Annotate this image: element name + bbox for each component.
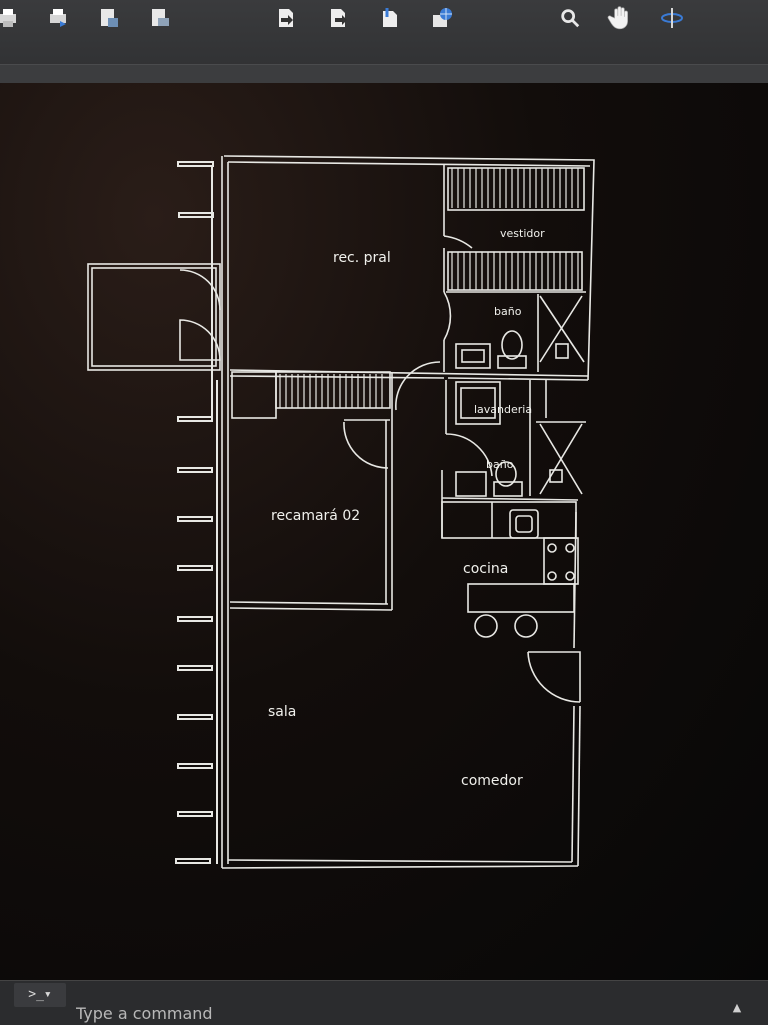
command-input[interactable] xyxy=(74,1001,718,1025)
plot-icon[interactable] xyxy=(44,4,72,32)
page-setup-icon[interactable] xyxy=(95,4,123,32)
drawing-canvas[interactable]: rec. pral vestidor baño lavanderia baño … xyxy=(0,83,768,980)
export-icon[interactable] xyxy=(324,4,352,32)
orbit-icon[interactable] xyxy=(658,4,686,32)
label-recamara-02: recamará 02 xyxy=(271,508,360,524)
import-icon[interactable] xyxy=(272,4,300,32)
web-icon[interactable] xyxy=(428,4,456,32)
label-bano-2: baño xyxy=(486,458,514,471)
print-icon[interactable] xyxy=(0,4,22,32)
label-vestidor: vestidor xyxy=(500,227,545,240)
pan-hand-icon[interactable] xyxy=(606,4,634,32)
label-lavanderia: lavanderia xyxy=(474,403,532,416)
toolbar-strip xyxy=(0,64,768,83)
toolbar xyxy=(0,0,768,83)
label-comedor: comedor xyxy=(461,773,523,789)
publish-icon[interactable] xyxy=(146,4,174,32)
label-sala: sala xyxy=(268,704,296,720)
command-prompt-button[interactable]: >_▾ xyxy=(14,983,66,1007)
command-bar: >_▾ ▲ xyxy=(0,980,768,1025)
floor-plan: rec. pral vestidor baño lavanderia baño … xyxy=(87,155,595,869)
zoom-icon[interactable] xyxy=(556,4,584,32)
label-cocina: cocina xyxy=(463,561,508,577)
expand-history-icon[interactable]: ▲ xyxy=(732,1001,742,1014)
label-rec-pral: rec. pral xyxy=(333,250,391,266)
label-bano-1: baño xyxy=(494,305,522,318)
attach-icon[interactable] xyxy=(376,4,404,32)
